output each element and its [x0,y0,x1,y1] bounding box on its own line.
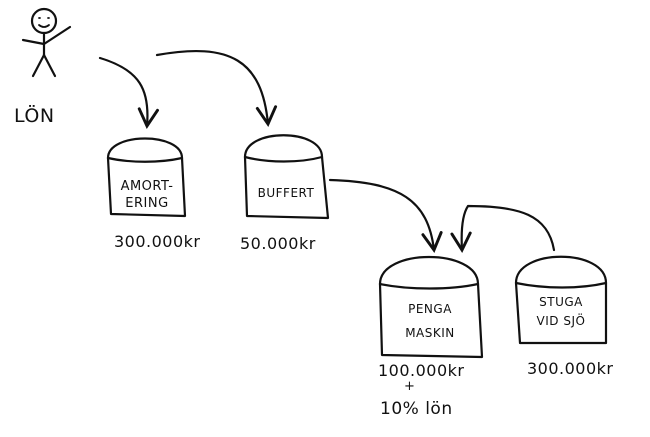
bucket-amortering: AMORT- ERING 300.000kr [106,137,201,251]
bucket-amount: 300.000kr [527,359,614,378]
bucket-amount: 50.000kr [240,234,316,253]
bucket-label: VID SJÖ [537,312,586,328]
bucket-amount: 100.000kr [378,361,465,380]
arrow-stuga-to-pengamaskin [450,204,556,254]
bucket-label: ERING [125,196,168,211]
bucket-pengamaskin: PENGA MASKIN 100.000kr + 10% lön [378,255,484,419]
bucket-label: AMORT- [121,179,174,194]
flow-arrows [98,49,556,254]
person-label: LÖN [14,104,55,127]
bucket-label: STUGA [539,295,583,309]
bucket-amount: 300.000kr [114,232,201,251]
bucket-amount: 10% lön [380,399,453,419]
bucket-stuga: STUGA VID SJÖ 300.000kr [514,255,614,378]
bucket-amount: + [404,379,415,394]
bucket-label: BUFFERT [258,186,315,200]
arrow-lon-to-buffert [155,49,278,128]
arrow-lon-to-amortering [98,56,159,130]
arrow-buffert-to-pengamaskin [328,178,443,253]
bucket-label: PENGA [408,302,452,316]
bucket-label: MASKIN [405,326,455,340]
stick-figure-icon [21,7,72,78]
bucket-buffert: BUFFERT 50.000kr [240,134,330,253]
